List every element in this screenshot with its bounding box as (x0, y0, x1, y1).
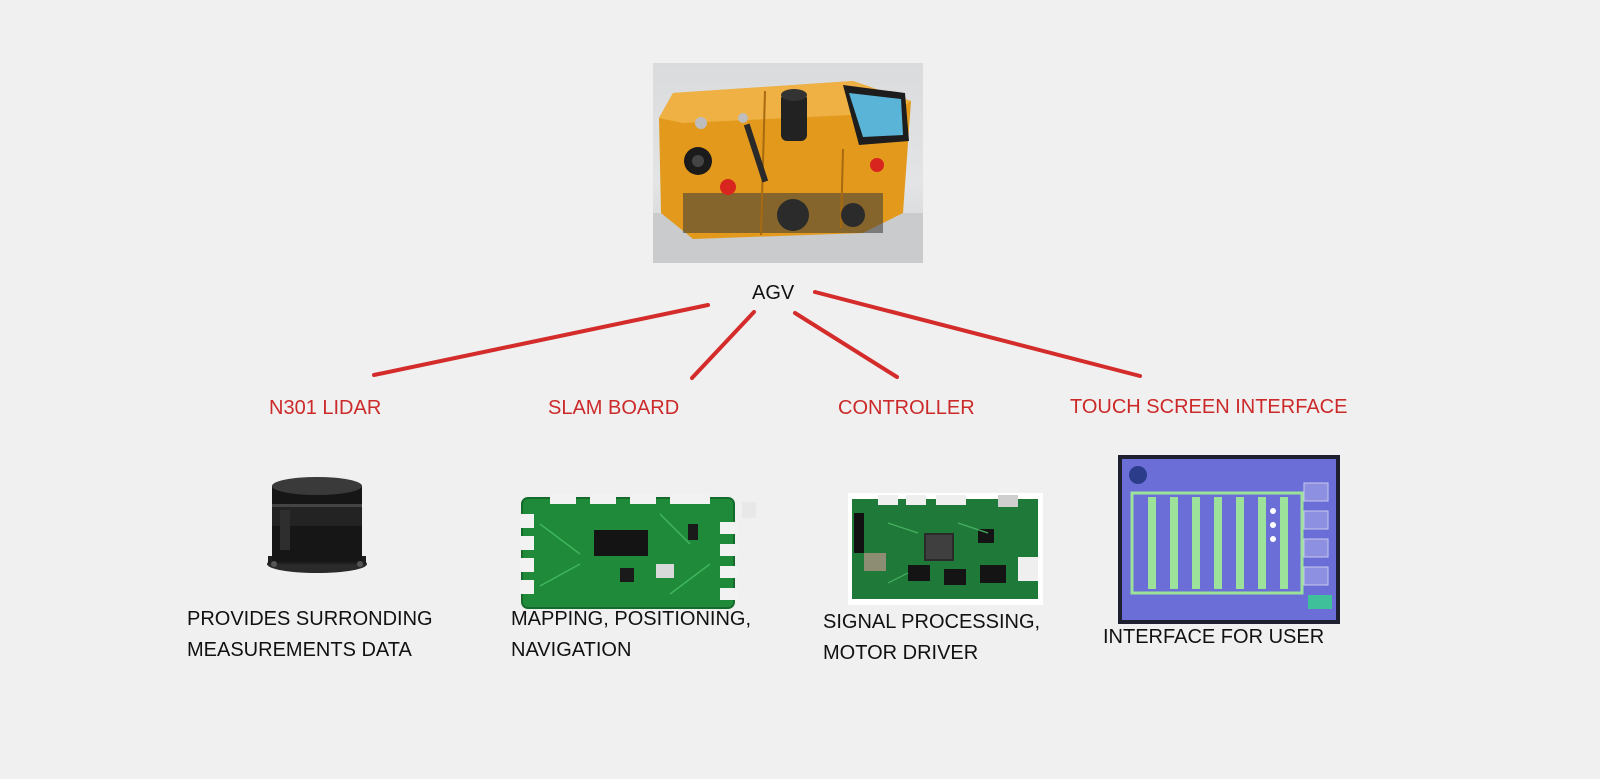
connector-line-touch (813, 290, 1142, 378)
desc-line: MAPPING, POSITIONING, (511, 608, 752, 630)
connector-line-slam (690, 310, 756, 380)
component-desc-slam: MAPPING, POSITIONING, NAVIGATION (511, 604, 751, 666)
controller-board-photo (848, 493, 1043, 605)
slam-board-photo (520, 494, 765, 611)
agv-robot-photo (653, 63, 923, 263)
desc-line: MEASUREMENTS DATA (187, 639, 412, 661)
desc-line: NAVIGATION (511, 639, 632, 661)
desc-line: PROVIDES SURRONDING (187, 608, 433, 630)
desc-line: SIGNAL PROCESSING, (823, 611, 1041, 633)
touch-screen-photo (1118, 455, 1340, 624)
component-title-slam: SLAM BOARD (548, 397, 680, 419)
agv-label: AGV (752, 282, 795, 304)
component-title-lidar: N301 LIDAR (269, 397, 382, 419)
component-desc-touch: INTERFACE FOR USER (1103, 622, 1324, 653)
desc-line: MOTOR DRIVER (823, 642, 979, 664)
connector-line-lidar (372, 303, 710, 377)
connector-line-controller (793, 311, 899, 379)
desc-line: INTERFACE FOR USER (1103, 626, 1325, 648)
component-title-controller: CONTROLLER (838, 397, 975, 419)
component-desc-lidar: PROVIDES SURRONDING MEASUREMENTS DATA (187, 604, 433, 666)
lidar-sensor-photo (262, 472, 372, 582)
component-title-touch: TOUCH SCREEN INTERFACE (1070, 396, 1348, 418)
component-desc-controller: SIGNAL PROCESSING, MOTOR DRIVER (823, 607, 1040, 669)
